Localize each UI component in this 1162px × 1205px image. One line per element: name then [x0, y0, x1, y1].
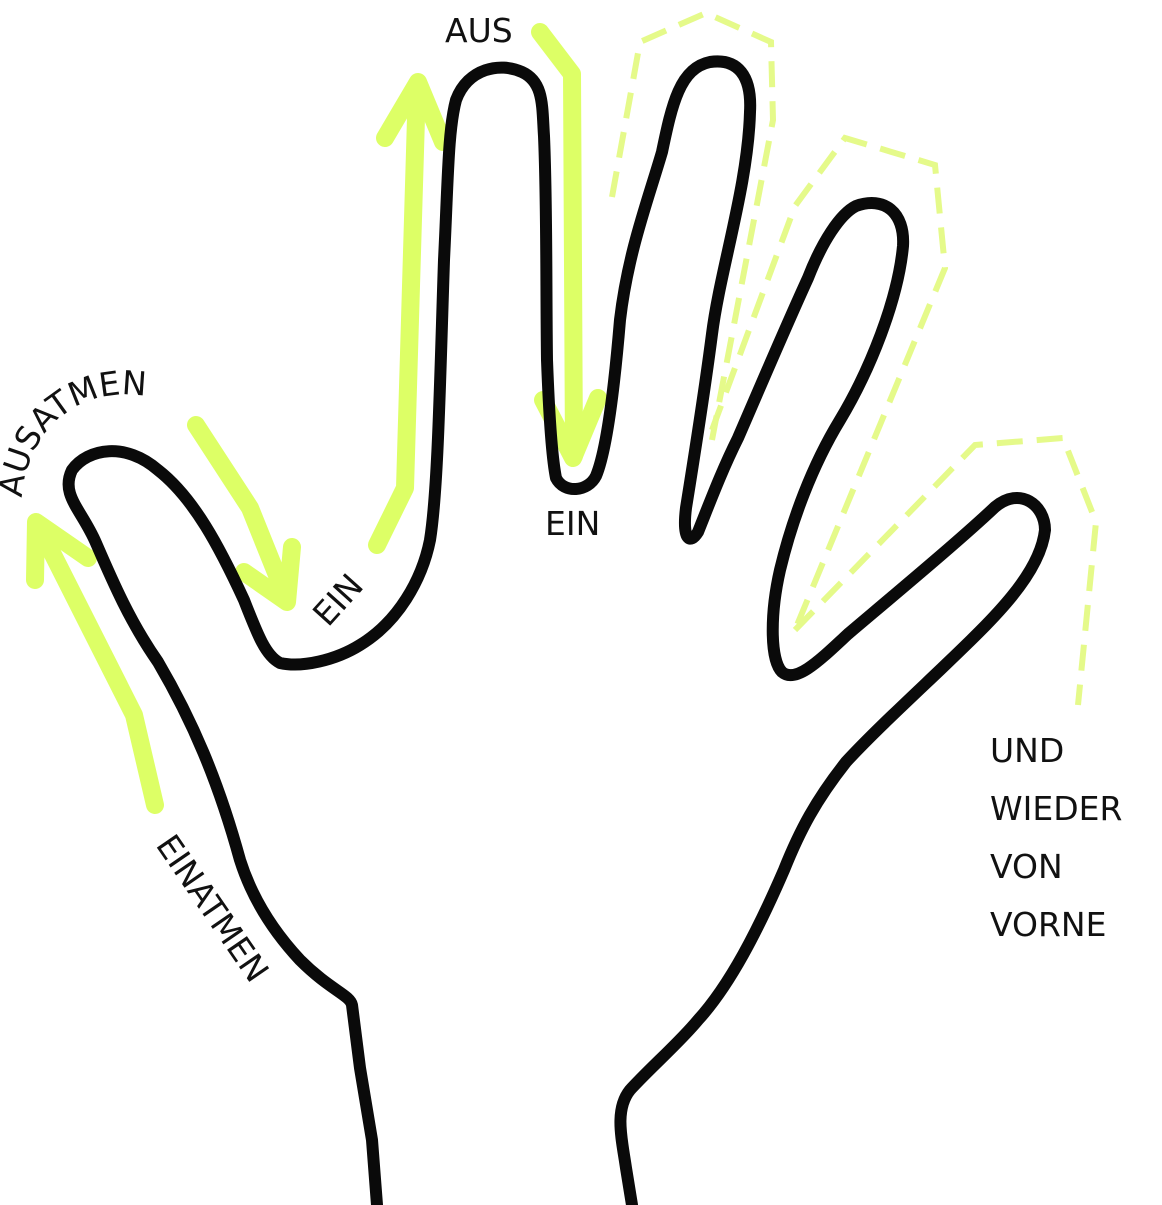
inhale-exhale-arrows: [35, 32, 598, 805]
hand-outline: [69, 61, 1045, 1205]
repeat-dashed-path: [612, 13, 1096, 705]
label-repeat-line: UND: [990, 731, 1064, 770]
label-ein-finger: EIN: [545, 504, 600, 543]
label-ein-thumb: EIN: [305, 566, 371, 633]
label-repeat: UND WIEDER VON VORNE: [990, 731, 1122, 944]
arrow-ein-index: [377, 84, 417, 545]
label-repeat-line: WIEDER: [990, 789, 1122, 828]
label-repeat-line: VORNE: [990, 905, 1106, 944]
dashed-middle-ring: [712, 138, 945, 630]
label-repeat-line: VON: [990, 847, 1063, 886]
arrow-einatmen: [38, 525, 155, 805]
label-aus: AUS: [445, 11, 513, 50]
